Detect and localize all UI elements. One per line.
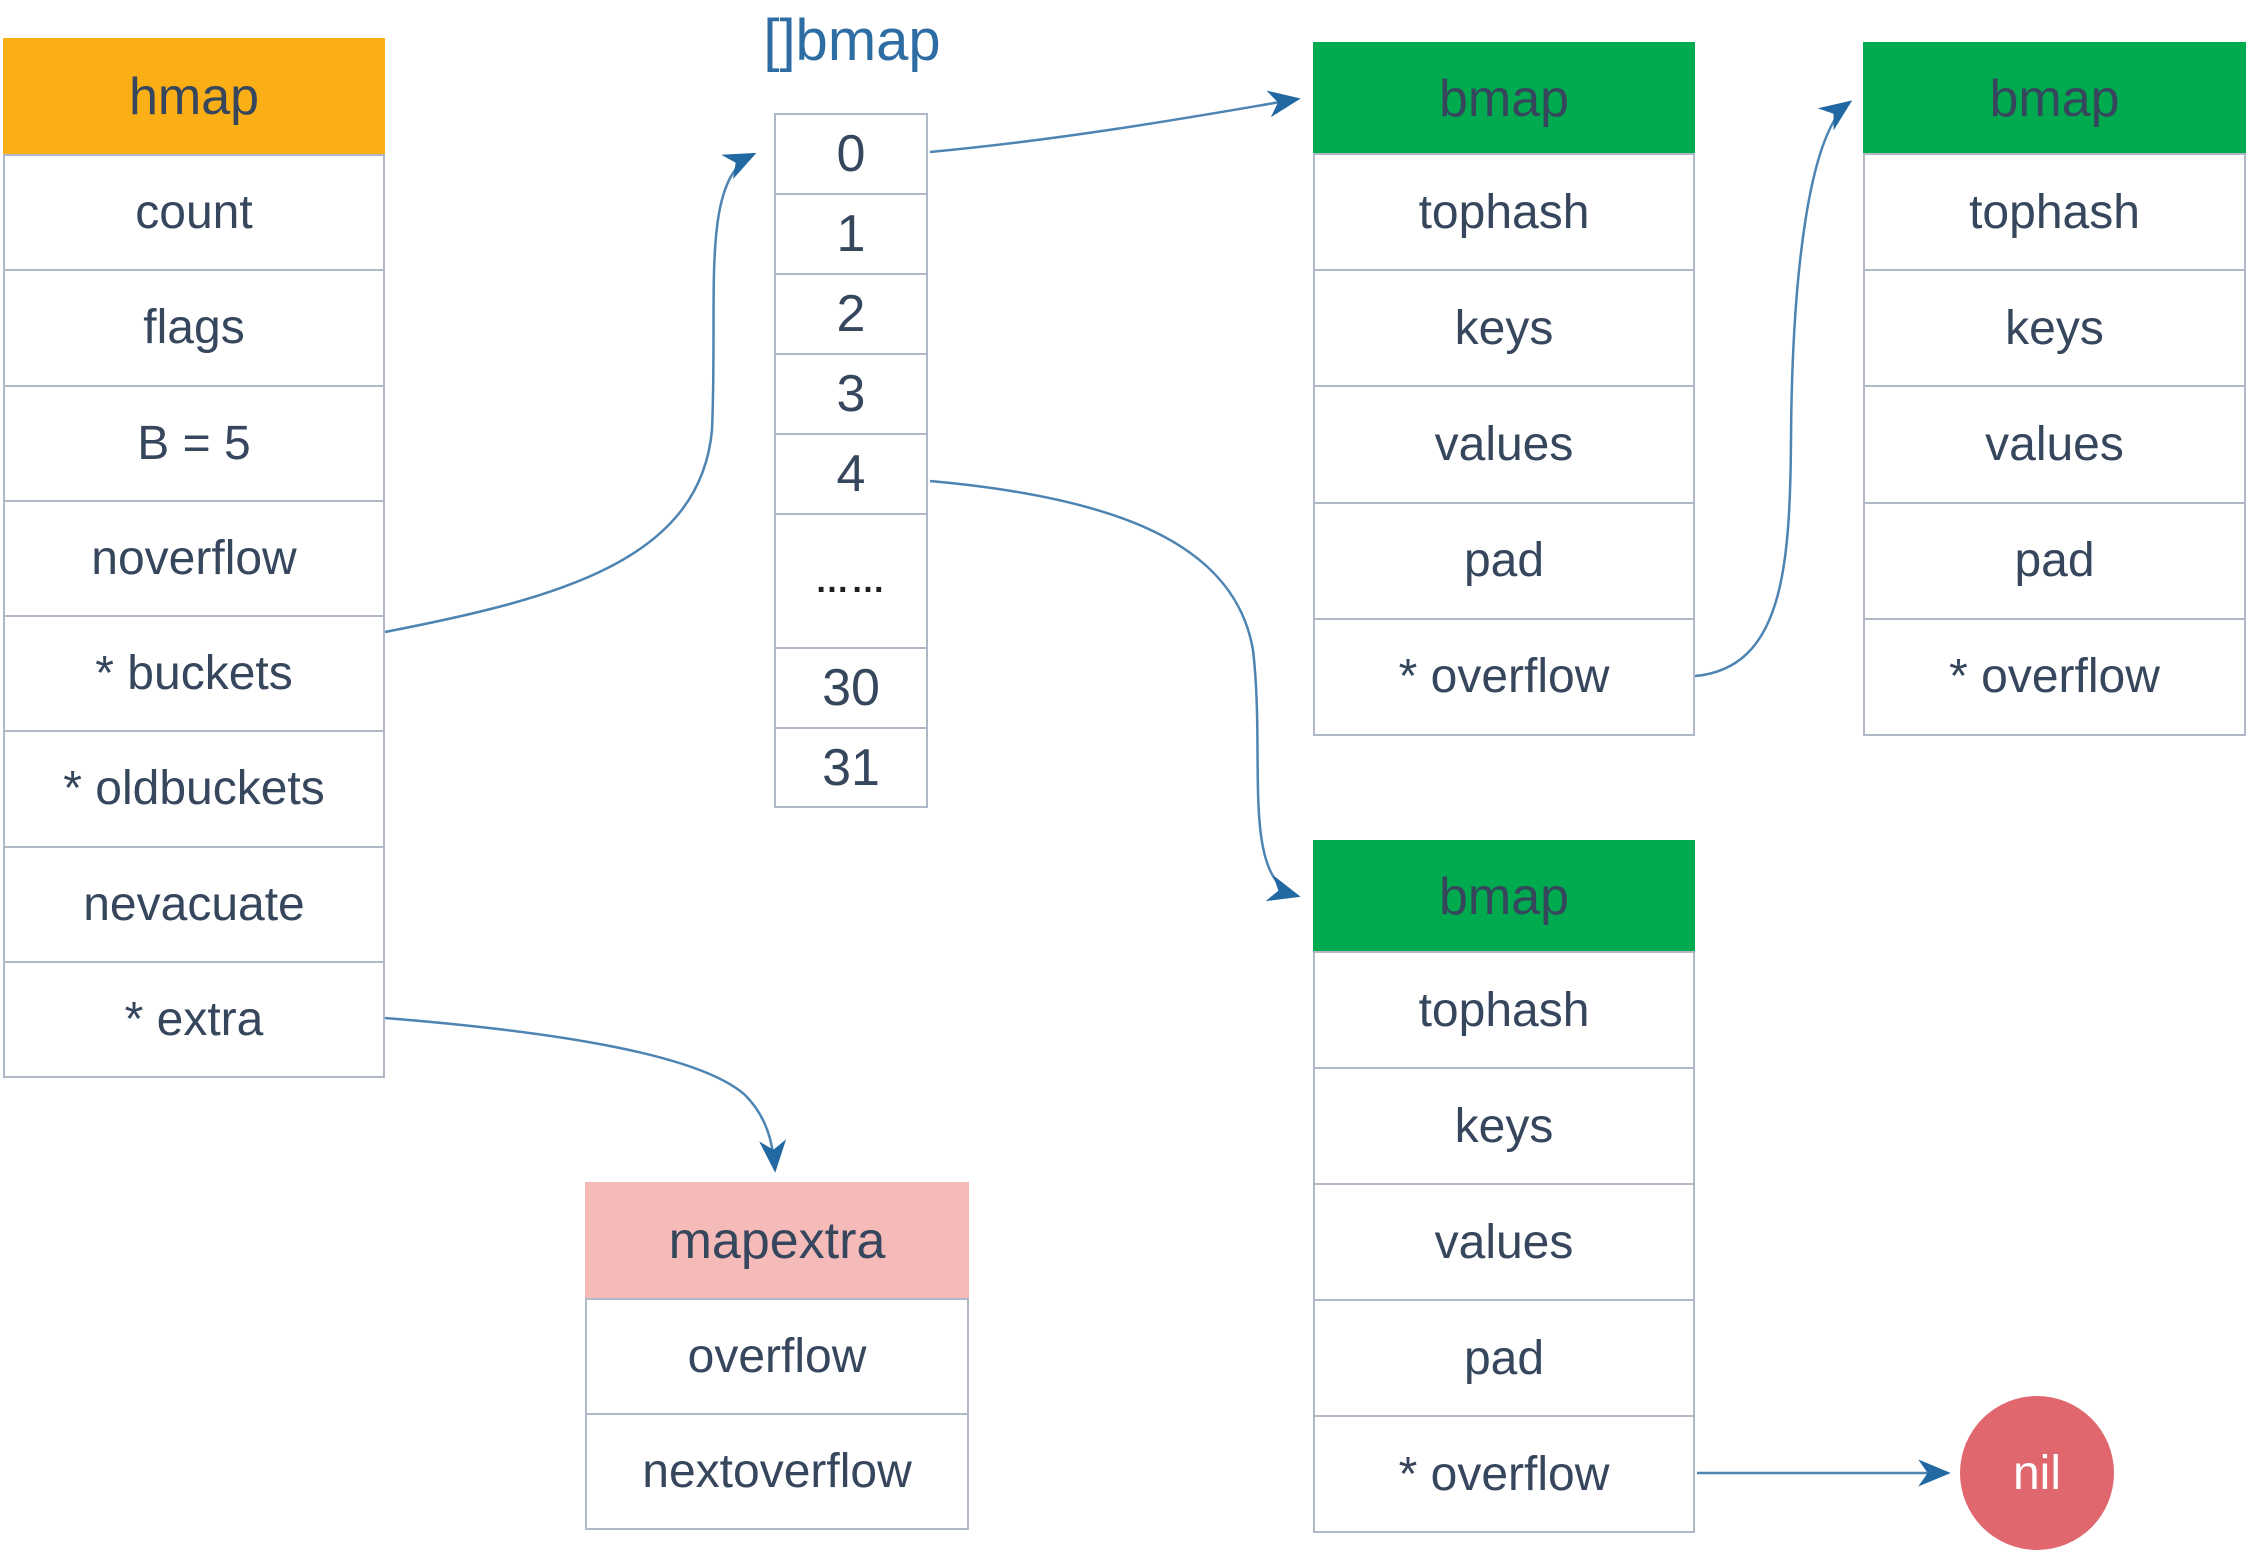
- bmap-bottom-row-tophash: tophash: [1313, 951, 1695, 1069]
- bmap-bottom-row-values: values: [1313, 1183, 1695, 1301]
- nil-node: nil: [1960, 1396, 2114, 1550]
- bmap-right-header: bmap: [1863, 42, 2246, 155]
- arrow-buckets-to-array0: [384, 152, 757, 634]
- bmap-right-row-overflow: * overflow: [1863, 617, 2246, 737]
- bmap-table-top: bmap tophash keys values pad * overflow: [1313, 42, 1695, 737]
- bmap-bottom-row-overflow: * overflow: [1313, 1415, 1695, 1533]
- bmap-bottom-header: bmap: [1313, 840, 1695, 953]
- bmap-table-right: bmap tophash keys values pad * overflow: [1863, 42, 2246, 737]
- mapextra-header: mapextra: [585, 1182, 969, 1300]
- hmap-row-b: B = 5: [3, 384, 385, 502]
- bmap-top-header: bmap: [1313, 42, 1695, 155]
- bucket-cell-3: 3: [774, 353, 928, 435]
- hmap-header: hmap: [3, 38, 385, 156]
- bmap-right-row-pad: pad: [1863, 501, 2246, 620]
- arrow-extra-to-mapextra: [384, 1016, 787, 1173]
- mapextra-row-nextoverflow: nextoverflow: [585, 1413, 969, 1530]
- bucket-cell-1: 1: [774, 193, 928, 275]
- mapextra-row-overflow: overflow: [585, 1298, 969, 1415]
- arrow-array4-to-bmap-bottom: [929, 479, 1301, 902]
- bmap-bottom-row-keys: keys: [1313, 1067, 1695, 1185]
- bmap-top-row-overflow: * overflow: [1313, 617, 1695, 737]
- bmap-top-row-keys: keys: [1313, 269, 1695, 388]
- bmap-right-row-keys: keys: [1863, 269, 2246, 388]
- arrow-array0-to-bmap-top: [929, 90, 1301, 154]
- bucket-cell-31: 31: [774, 727, 928, 808]
- hmap-row-noverflow: noverflow: [3, 499, 385, 617]
- bucket-cell-dots: ……: [774, 513, 928, 649]
- hmap-row-nevacuate: nevacuate: [3, 845, 385, 963]
- arrow-bmaptop-overflow-to-bmap-right: [1694, 100, 1853, 678]
- bucket-array-title: []bmap: [763, 7, 941, 73]
- bmap-bottom-row-pad: pad: [1313, 1299, 1695, 1417]
- hmap-row-count: count: [3, 154, 385, 272]
- bucket-cell-2: 2: [774, 273, 928, 355]
- bucket-cell-4: 4: [774, 433, 928, 515]
- bmap-right-row-values: values: [1863, 385, 2246, 504]
- bmap-table-bottom: bmap tophash keys values pad * overflow: [1313, 840, 1695, 1533]
- hmap-row-extra: * extra: [3, 960, 385, 1078]
- hmap-row-oldbuckets: * oldbuckets: [3, 730, 385, 848]
- bmap-top-row-tophash: tophash: [1313, 153, 1695, 272]
- bucket-cell-0: 0: [774, 113, 928, 195]
- bmap-right-row-tophash: tophash: [1863, 153, 2246, 272]
- bucket-array: 0 1 2 3 4 …… 30 31: [774, 113, 928, 822]
- bmap-top-row-pad: pad: [1313, 501, 1695, 620]
- mapextra-table: mapextra overflow nextoverflow: [585, 1182, 969, 1530]
- hmap-row-flags: flags: [3, 269, 385, 387]
- bucket-cell-30: 30: [774, 647, 928, 729]
- bmap-top-row-values: values: [1313, 385, 1695, 504]
- hmap-table: hmap count flags B = 5 noverflow * bucke…: [3, 38, 385, 1078]
- hmap-row-buckets: * buckets: [3, 615, 385, 733]
